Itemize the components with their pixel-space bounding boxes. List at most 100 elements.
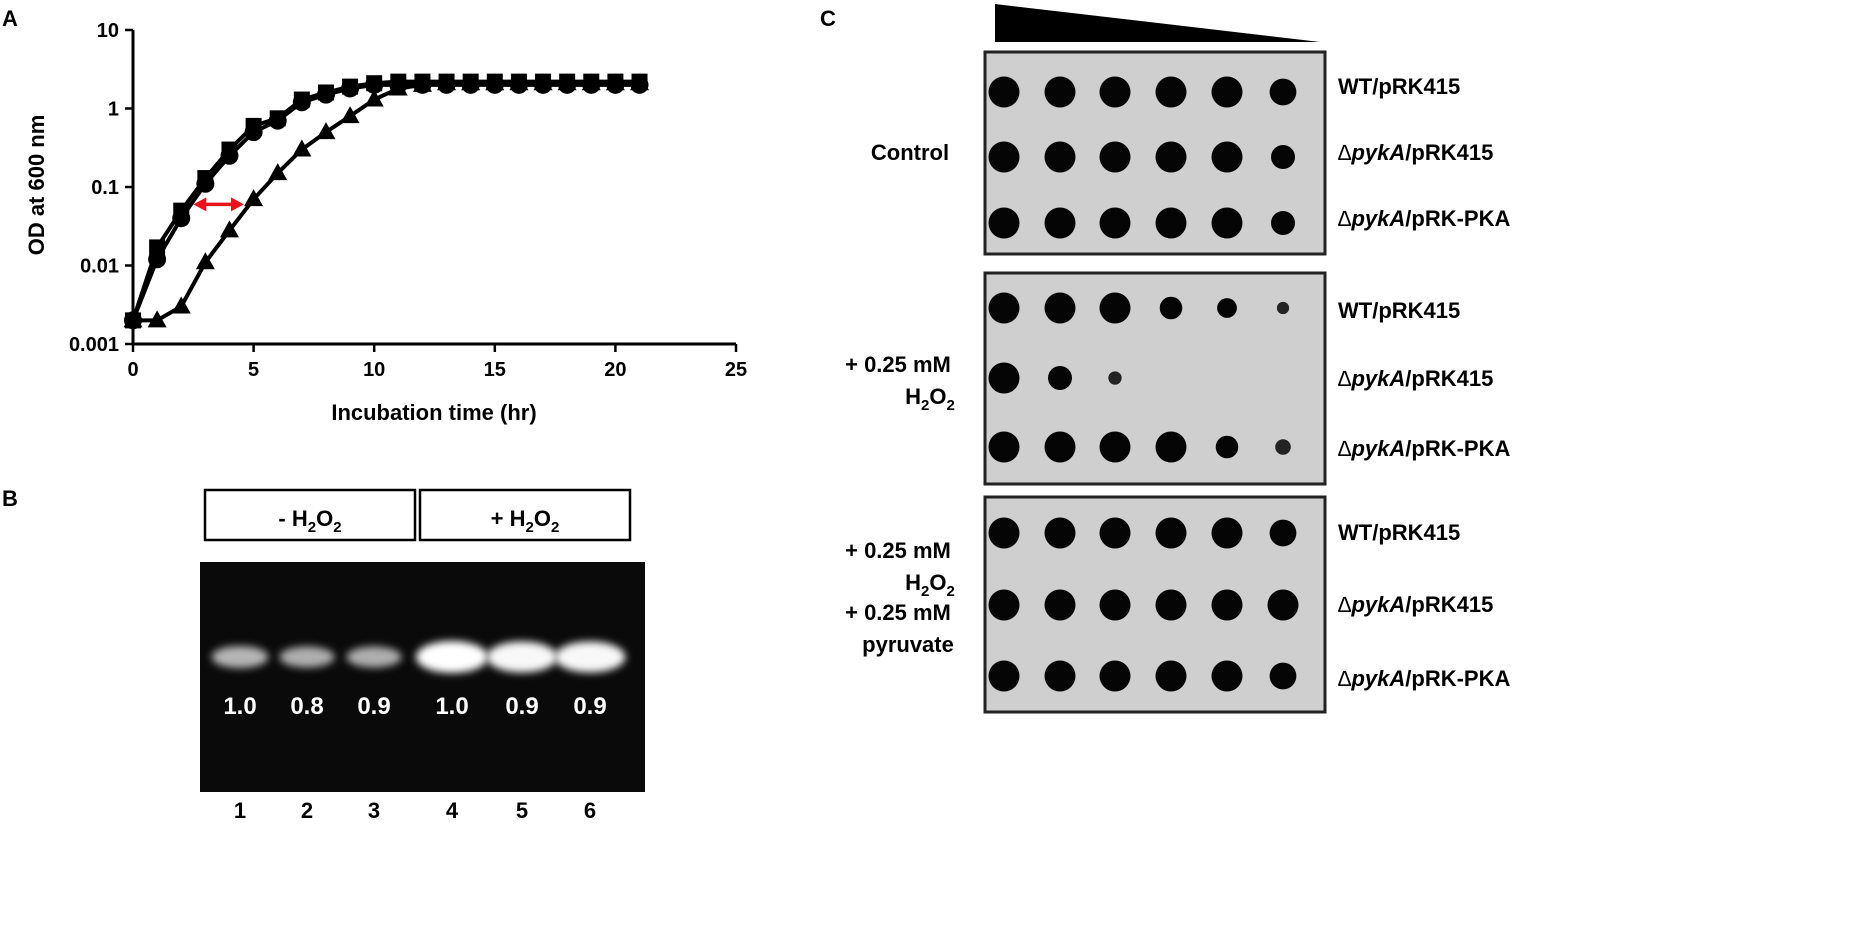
data-point-triangle — [605, 73, 625, 91]
data-point-triangle — [244, 189, 264, 207]
gel-band — [211, 645, 269, 669]
x-tick-label: 5 — [248, 359, 259, 381]
x-tick-label: 0 — [127, 359, 138, 381]
y-tick-label: 1 — [108, 99, 119, 121]
y-tick-label: 0.001 — [69, 334, 119, 356]
condition-h2o2-line1: + 0.25 mM — [845, 352, 951, 377]
data-point-circle — [268, 111, 287, 130]
colony-spot — [1271, 211, 1295, 235]
colony-spot — [1099, 517, 1131, 549]
panel-label-c: C — [820, 6, 836, 31]
colony-spot — [1211, 517, 1243, 549]
band-ratio: 1.0 — [435, 693, 468, 720]
series-line-circle — [131, 82, 640, 322]
data-point-triangle — [292, 139, 312, 157]
colony-spot — [988, 589, 1020, 621]
colony-spot — [1217, 298, 1237, 318]
colony-spot — [1099, 207, 1131, 239]
strain-pyka-vec-3: ∆pykA/pRK415 — [1338, 592, 1493, 617]
condition-pyr-line3: + 0.25 mM — [845, 600, 951, 625]
data-point-triangle — [388, 78, 408, 96]
colony-spot — [1211, 589, 1243, 621]
data-point-circle — [365, 75, 384, 94]
gel-image — [200, 562, 645, 792]
condition-h2o2-line2: H2O2 — [905, 384, 955, 414]
colony-spot — [1267, 589, 1299, 621]
colony-spot — [1099, 431, 1131, 463]
strain-wt-3: WT/pRK415 — [1338, 520, 1460, 545]
colony-spot — [1269, 78, 1297, 106]
x-tick-label: 20 — [604, 359, 626, 381]
colony-spot — [988, 141, 1020, 173]
plus-h2o2-header: + H2O2 — [491, 506, 560, 536]
x-tick-label: 25 — [725, 359, 747, 381]
data-point-triangle — [268, 163, 288, 181]
condition-control: Control — [871, 140, 949, 165]
lane-number: 1 — [234, 798, 246, 820]
data-point-triangle — [461, 73, 481, 91]
data-point-triangle — [340, 106, 360, 124]
colony-spot — [988, 292, 1020, 324]
data-point-circle — [220, 146, 239, 165]
y-axis-label: OD at 600 nm — [24, 115, 49, 256]
spot-plate-3 — [983, 495, 1327, 714]
lag-arrow-head-right — [230, 197, 244, 212]
colony-spot — [988, 517, 1020, 549]
data-point-triangle — [557, 73, 577, 91]
data-point-circle — [244, 123, 263, 142]
x-tick-label: 15 — [484, 359, 506, 381]
y-tick-label: 0.1 — [91, 177, 119, 199]
strain-pyka-vec-2: ∆pykA/pRK415 — [1338, 366, 1493, 391]
gel-band — [554, 641, 626, 673]
condition-pyr-line2: H2O2 — [905, 570, 955, 600]
colony-spot — [1211, 141, 1243, 173]
condition-pyr-line1: + 0.25 mM — [845, 538, 951, 563]
y-tick-label: 0.01 — [80, 256, 119, 278]
band-ratio: 0.9 — [505, 693, 538, 720]
x-axis-label: Incubation time (hr) — [331, 400, 536, 425]
colony-spot — [1155, 207, 1187, 239]
strain-pyka-comp-1: ∆pykA/pRK-PKA — [1338, 206, 1510, 231]
spot-assay-panel: Control + 0.25 mM H2O2 + 0.25 mM H2O2 + … — [845, 4, 1510, 714]
colony-spot — [1215, 435, 1239, 459]
data-point-circle — [292, 93, 311, 112]
gel-band — [279, 646, 335, 668]
data-point-circle — [196, 174, 215, 193]
colony-spot — [1044, 431, 1076, 463]
series-line-square — [131, 79, 640, 322]
gel-band — [486, 641, 558, 673]
colony-spot — [1044, 141, 1076, 173]
data-point-circle — [316, 85, 335, 104]
colony-spot — [988, 207, 1020, 239]
spot-plate-1 — [983, 50, 1327, 256]
data-point-triangle — [581, 73, 601, 91]
data-point-triangle — [123, 310, 143, 328]
colony-spot — [1276, 301, 1290, 315]
colony-spot — [988, 431, 1020, 463]
series-line-triangle — [133, 81, 640, 323]
colony-spot — [1211, 207, 1243, 239]
colony-spot — [1044, 517, 1076, 549]
colony-spot — [1044, 589, 1076, 621]
colony-spot — [1099, 76, 1131, 108]
data-point-triangle — [316, 122, 336, 140]
condition-pyr-line4: pyruvate — [862, 632, 954, 657]
panel-label-a: A — [2, 6, 18, 31]
colony-spot — [1099, 660, 1131, 692]
data-point-circle — [148, 250, 167, 269]
plate-background — [983, 50, 1327, 256]
panel-label-b: B — [2, 486, 18, 511]
lag-arrow-head-left — [193, 197, 207, 212]
band-ratio: 0.9 — [573, 693, 606, 720]
spot-plate-2 — [983, 271, 1327, 486]
data-point-triangle — [412, 74, 432, 92]
lane-number: 3 — [368, 798, 380, 820]
data-point-triangle — [219, 220, 239, 238]
colony-spot — [1155, 76, 1187, 108]
gel-band — [416, 641, 488, 673]
data-point-triangle — [195, 252, 215, 270]
colony-spot — [1155, 431, 1187, 463]
minus-h2o2-header-box — [203, 488, 417, 542]
plate-background — [983, 271, 1327, 486]
colony-spot — [1269, 662, 1297, 690]
